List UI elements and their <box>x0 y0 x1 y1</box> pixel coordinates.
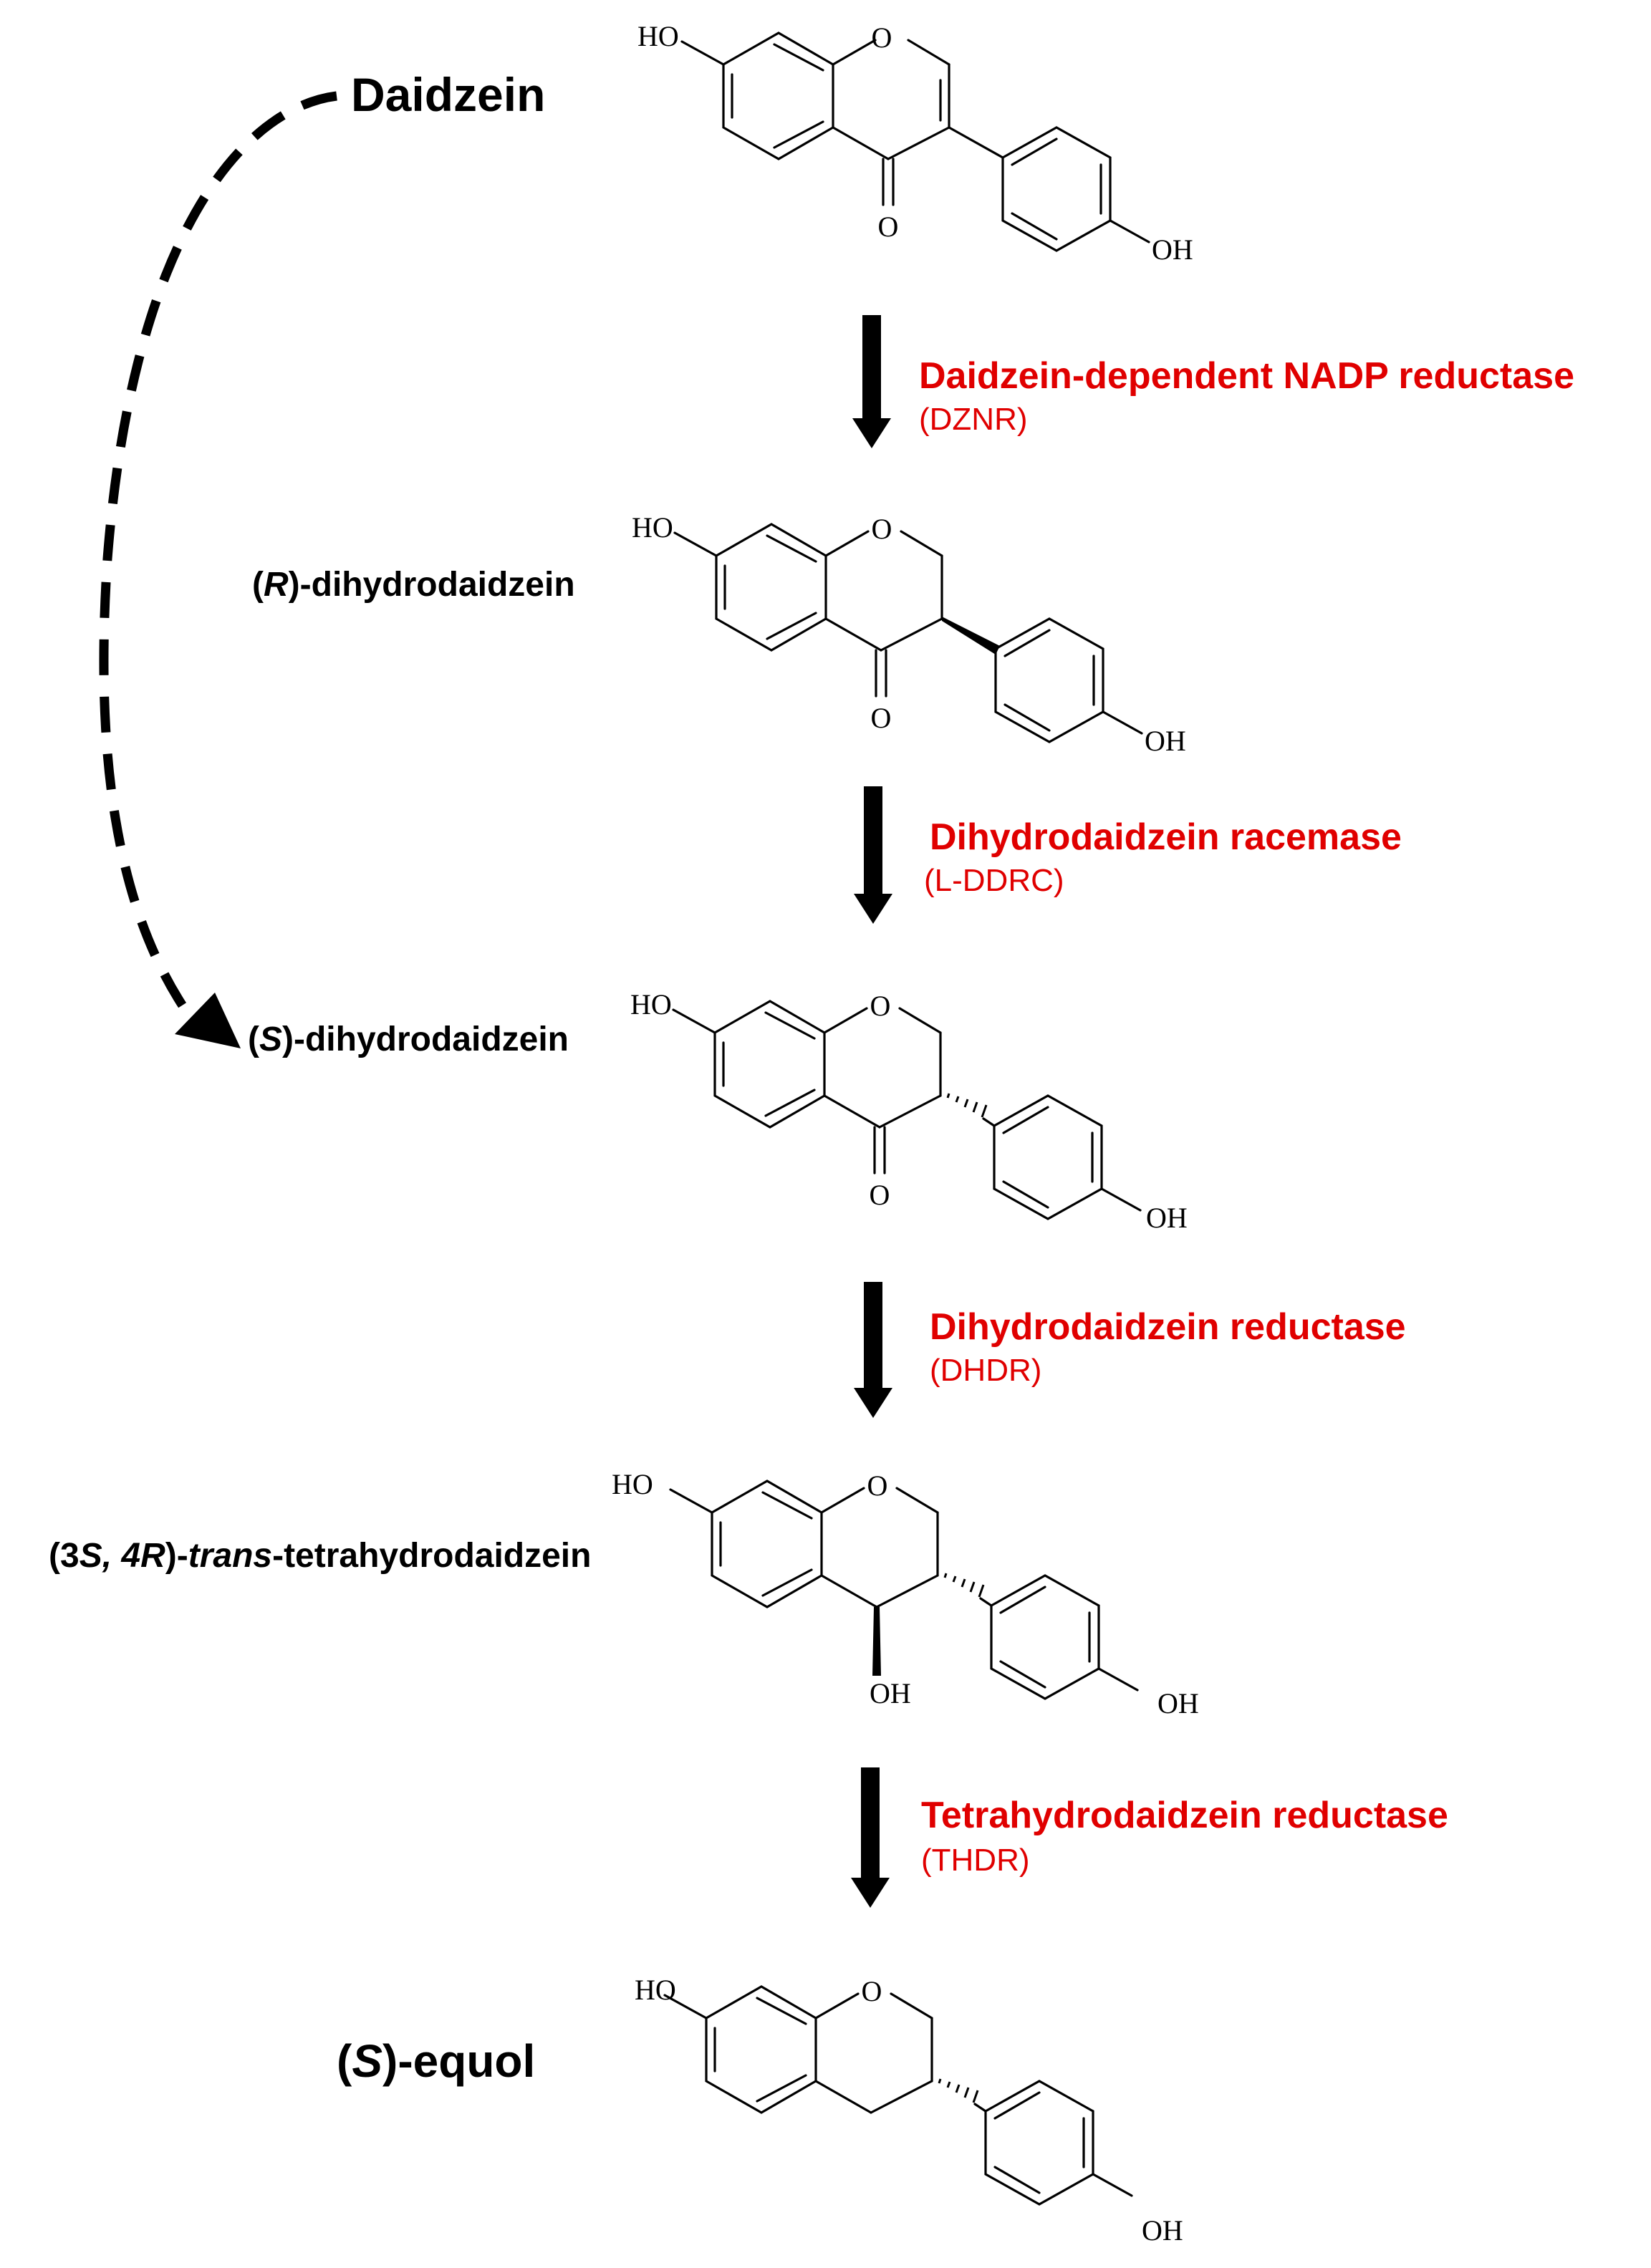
svg-text:HO: HO <box>612 1468 653 1500</box>
label-daidzein: Daidzein <box>351 68 545 121</box>
reaction-arrow-3 <box>854 1282 892 1418</box>
reaction-arrow-1 <box>852 315 891 448</box>
enzyme-abbr-4: (THDR) <box>921 1843 1030 1878</box>
svg-text:O: O <box>862 1975 882 2007</box>
structure-s-equol: HO O OH <box>635 1974 1183 2247</box>
enzyme-abbr-3: (DHDR) <box>930 1353 1041 1388</box>
reaction-arrow-2 <box>854 786 892 924</box>
svg-text:O: O <box>870 990 891 1022</box>
svg-text:OH: OH <box>1146 1202 1188 1234</box>
dashed-shortcut-arrow <box>99 91 337 1016</box>
svg-text:OH: OH <box>1157 1687 1199 1719</box>
enzyme-name-2: Dihydrodaidzein racemase <box>930 816 1402 858</box>
svg-text:OH: OH <box>1152 233 1193 266</box>
enzyme-name-4: Tetrahydrodaidzein reductase <box>921 1795 1448 1836</box>
svg-text:O: O <box>872 21 892 54</box>
svg-text:OH: OH <box>870 1677 911 1709</box>
svg-text:HO: HO <box>637 20 679 52</box>
reaction-arrow-4 <box>851 1767 890 1908</box>
label-trans-tetrahydrodaidzein: (3S, 4R)-trans-tetrahydrodaidzein <box>49 1537 591 1575</box>
svg-text:OH: OH <box>1145 725 1186 757</box>
svg-text:O: O <box>870 1179 890 1211</box>
structure-daidzein: HO O O OH <box>637 20 1193 266</box>
enzyme-name-1: Daidzein-dependent NADP reductase <box>919 355 1574 397</box>
label-s-equol: (S)-equol <box>337 2035 535 2087</box>
svg-text:O: O <box>878 211 899 243</box>
label-r-dihydrodaidzein: (R)-dihydrodaidzein <box>252 566 575 604</box>
svg-text:HO: HO <box>630 988 672 1020</box>
structure-r-dihydrodaidzein: HO O O OH <box>632 511 1186 757</box>
svg-text:HO: HO <box>632 511 673 544</box>
enzyme-abbr-2: (L-DDRC) <box>924 863 1064 898</box>
svg-text:O: O <box>867 1470 888 1502</box>
svg-text:O: O <box>872 513 892 545</box>
structure-s-dihydrodaidzein: HO O O OH <box>630 988 1188 1234</box>
svg-text:OH: OH <box>1142 2214 1183 2247</box>
svg-text:HO: HO <box>635 1974 676 2006</box>
dashed-arrow-head <box>175 993 241 1048</box>
svg-text:O: O <box>871 702 892 734</box>
structure-trans-tetrahydrodaidzein: HO O OH OH <box>612 1468 1199 1719</box>
label-s-dihydrodaidzein: (S)-dihydrodaidzein <box>248 1020 569 1058</box>
enzyme-name-3: Dihydrodaidzein reductase <box>930 1306 1406 1348</box>
enzyme-abbr-1: (DZNR) <box>919 402 1028 437</box>
